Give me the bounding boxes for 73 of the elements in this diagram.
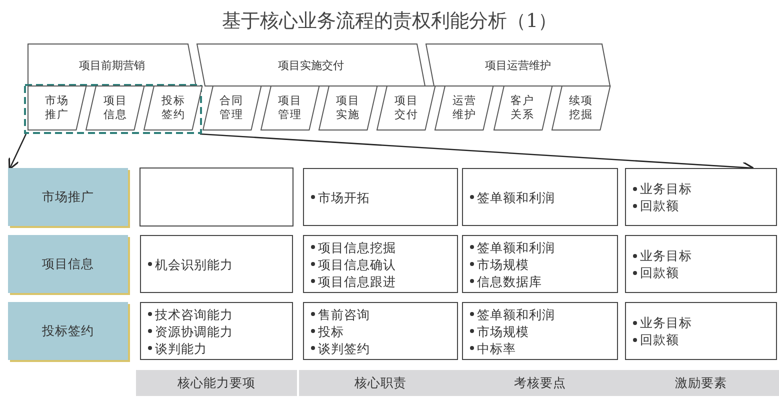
step-parallelogram [435, 86, 494, 130]
column-header-box [621, 370, 779, 396]
content-box [625, 235, 777, 293]
content-box [462, 168, 618, 226]
step-parallelogram [86, 86, 144, 130]
phase-label: 项目前期营销 [79, 58, 145, 72]
row-header-box [8, 168, 128, 226]
step-label: 项目信息 [102, 94, 128, 122]
bullet-item: 市场规模 [477, 256, 529, 272]
bullet-item: 谈判签约 [318, 340, 370, 356]
content-box [303, 302, 458, 360]
column-label: 核心能力要项 [178, 374, 256, 392]
bullet-item: 机会识别能力 [155, 256, 233, 272]
content-box [625, 302, 777, 360]
bullet-item: 签单额和利润 [477, 306, 555, 322]
step-label: 投标签约 [160, 94, 186, 122]
step-label: 项目实施 [335, 94, 361, 122]
content-box [303, 168, 458, 226]
step-parallelogram [552, 86, 610, 130]
step-label: 客户关系 [510, 94, 536, 122]
bullet-item: 项目信息挖掘 [318, 238, 396, 256]
step-label: 项目管理 [277, 94, 303, 122]
step-parallelogram [377, 86, 436, 130]
bullet-item: 技术咨询能力 [155, 306, 233, 322]
step-label: 市场推广 [44, 94, 70, 122]
row-header-box [8, 302, 128, 360]
bullet-item: 市场规模 [477, 322, 529, 340]
bullet-item: 资源协调能力 [155, 322, 233, 340]
bullet-item: 签单额和利润 [477, 188, 555, 206]
bullet-item: 项目信息确认 [318, 256, 396, 272]
diagram-title: 基于核心业务流程的责权利能分析（1） [220, 9, 558, 34]
step-parallelogram [494, 86, 552, 130]
content-box [462, 302, 618, 360]
bullet-item: 回款额 [640, 331, 679, 348]
bullet-item: 业务目标 [640, 247, 692, 264]
step-label: 项目交付 [394, 94, 419, 122]
bullet-item: 市场开拓 [318, 188, 370, 206]
phase-label: 项目运营维护 [485, 58, 551, 72]
step-parallelogram [28, 86, 86, 130]
bullet-item: 项目信息跟进 [318, 272, 396, 290]
step-parallelogram [202, 86, 261, 130]
bullet-item: 回款额 [640, 264, 679, 281]
content-box [140, 235, 293, 293]
phase-label: 项目实施交付 [278, 58, 344, 72]
bullet-item: 售前咨询 [318, 306, 370, 322]
bullet-item: 中标率 [477, 340, 516, 356]
bullet-item: 回款额 [640, 197, 679, 214]
dashed-group-box [24, 84, 202, 134]
step-label: 运营维护 [452, 94, 478, 122]
bullet-item: 投标 [318, 322, 344, 340]
step-label: 续项挖掘 [568, 94, 594, 122]
row-label: 投标签约 [42, 322, 94, 340]
row-header-box [8, 235, 128, 293]
column-label: 激励要素 [675, 374, 727, 392]
column-label: 考核要点 [514, 374, 566, 392]
step-label: 合同管理 [219, 94, 244, 122]
step-parallelogram [319, 86, 378, 130]
column-label: 核心职责 [354, 374, 406, 392]
content-box [625, 168, 777, 226]
bullet-item: 业务目标 [640, 314, 692, 331]
content-box [140, 168, 293, 226]
bullet-item: 谈判能力 [155, 340, 207, 356]
row-label: 市场推广 [42, 188, 94, 206]
bullet-item: 业务目标 [640, 180, 692, 197]
bullet-item: 信息数据库 [477, 272, 542, 290]
step-parallelogram [144, 86, 203, 130]
content-box [462, 235, 618, 293]
step-parallelogram [260, 86, 319, 130]
content-box [140, 302, 293, 360]
column-header-box [136, 370, 297, 396]
content-box [303, 235, 458, 293]
row-label: 项目信息 [42, 256, 94, 272]
bullet-item: 签单额和利润 [477, 238, 555, 256]
